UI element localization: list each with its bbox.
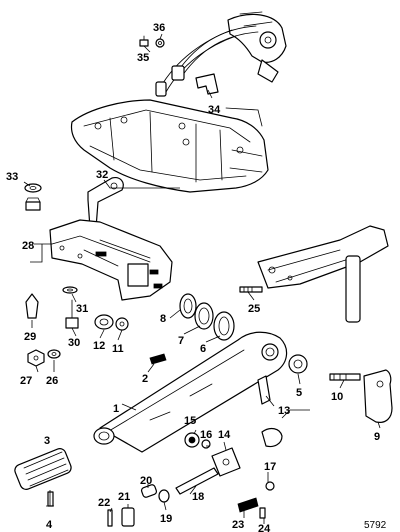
callout-15: 15 [184, 415, 196, 427]
callout-29: 29 [24, 331, 36, 343]
callout-14: 14 [218, 429, 231, 441]
callout-23: 23 [232, 519, 244, 531]
bracket-part-34 [195, 73, 219, 95]
callout-36: 36 [153, 22, 165, 34]
pin-part-29 [25, 293, 39, 319]
cap-part-9 [363, 369, 393, 423]
callout-25: 25 [248, 303, 260, 315]
callout-labels: 34 35 36 32 33 28 25 29 30 31 27 26 12 1… [6, 22, 380, 532]
callout-20: 20 [140, 475, 152, 487]
callout-4: 4 [46, 519, 53, 531]
callout-31: 31 [76, 303, 88, 315]
washer-part-16 [201, 439, 211, 449]
leader-lines [23, 33, 381, 524]
bushing-part-5 [288, 354, 308, 374]
callout-12: 12 [93, 340, 105, 352]
callout-18: 18 [192, 491, 204, 503]
yoke-part-14 [211, 447, 241, 477]
washer-part-36 [155, 38, 165, 48]
callout-3: 3 [44, 435, 50, 447]
callout-21: 21 [118, 491, 130, 503]
lever-part-17 [261, 427, 283, 491]
link-rod-part-18 [175, 467, 219, 495]
stud-part-10 [329, 373, 361, 381]
callout-30: 30 [68, 337, 80, 349]
callout-9: 9 [374, 431, 380, 443]
callout-1: 1 [113, 403, 119, 415]
callout-8: 8 [160, 313, 166, 325]
nut-part-27 [27, 349, 45, 367]
callout-22: 22 [98, 497, 110, 509]
callout-16: 16 [200, 429, 212, 441]
callout-11: 11 [112, 343, 124, 355]
washer-part-11 [115, 317, 129, 331]
ring-part-7 [194, 302, 214, 330]
callout-2: 2 [142, 373, 148, 385]
bolt-washer-part-33 [24, 183, 42, 211]
screw-part-24 [259, 507, 266, 519]
callout-26: 26 [46, 375, 58, 387]
callout-10: 10 [331, 391, 343, 403]
swivel-housing-part-28 [49, 219, 173, 301]
steering-arm-part-1 [93, 331, 288, 453]
bushing-part-19 [158, 489, 170, 503]
callout-33: 33 [6, 171, 18, 183]
callout-7: 7 [178, 335, 184, 347]
shift-linkage-assembly [155, 11, 287, 97]
pin-part-22 [107, 509, 113, 527]
callout-24: 24 [258, 523, 271, 532]
mounting-bracket-right [257, 225, 389, 323]
callout-35: 35 [137, 52, 149, 64]
callout-32: 32 [96, 169, 108, 181]
callout-17: 17 [264, 461, 276, 473]
pivot-part-21 [121, 507, 135, 527]
knob-part-15 [184, 432, 200, 448]
clip-part-13 [257, 375, 271, 405]
handle-grip-part-3 [14, 448, 72, 490]
ring-part-6 [213, 311, 235, 341]
callout-34: 34 [208, 104, 221, 116]
callout-13: 13 [278, 405, 290, 417]
figure-number: 5792 [364, 520, 387, 531]
spacer-part-20 [140, 484, 158, 498]
grip-insert-part-4 [47, 491, 54, 507]
clip-part-23 [237, 497, 259, 513]
washer-part-31 [62, 286, 78, 294]
callout-27: 27 [20, 375, 32, 387]
lever-arm-part-32 [87, 177, 124, 229]
callout-28: 28 [22, 240, 34, 252]
pad-part-2 [149, 353, 167, 365]
stud-part-25 [239, 286, 263, 293]
bushing-part-12 [94, 314, 114, 330]
callout-5: 5 [296, 387, 302, 399]
callout-19: 19 [160, 513, 172, 525]
ring-part-8 [179, 293, 197, 319]
callout-6: 6 [200, 343, 206, 355]
screw-part-35 [139, 35, 149, 47]
washer-part-26 [47, 349, 61, 359]
bracket-frame [70, 99, 269, 193]
